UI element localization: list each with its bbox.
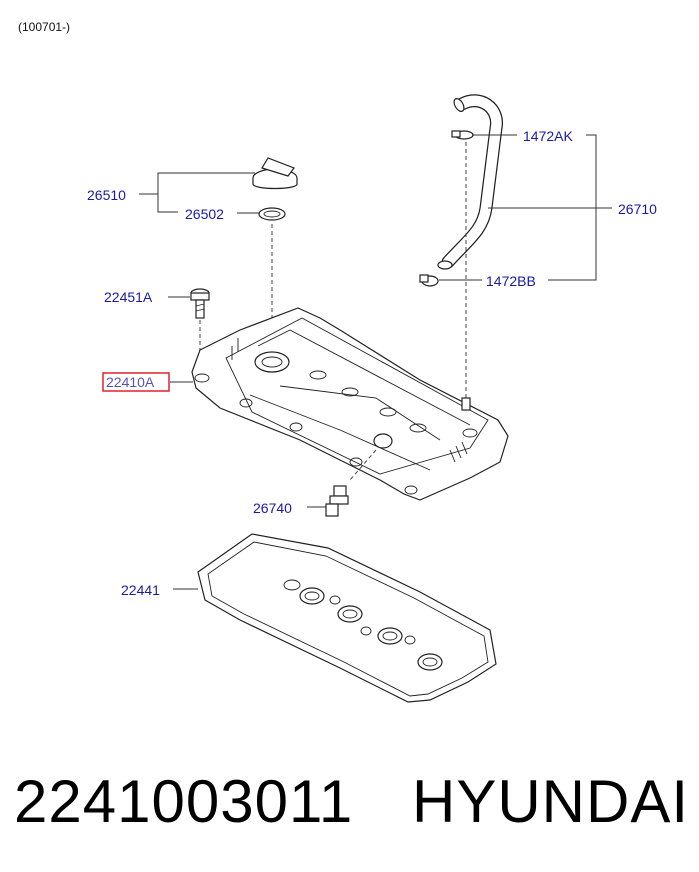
- part-number: 2241003011: [14, 768, 353, 835]
- label-hose[interactable]: 26710: [618, 201, 657, 217]
- cylinder-head-cover: [191, 307, 509, 501]
- label-cap-gasket[interactable]: 26502: [185, 206, 224, 222]
- breather-hose: [437, 94, 503, 270]
- brand-name: HYUNDAI: [412, 768, 689, 835]
- hose-clamp-top: [451, 130, 474, 140]
- pcv-valve: [325, 485, 349, 517]
- cover-gasket: [197, 533, 497, 703]
- label-bolt[interactable]: 22451A: [104, 289, 153, 305]
- oil-cap-gasket: [258, 207, 286, 221]
- label-cover[interactable]: 22410A: [106, 374, 155, 390]
- highlight-box: [102, 372, 170, 392]
- hose-clamp-bottom: [419, 274, 439, 287]
- label-clamp-top[interactable]: 1472AK: [523, 128, 573, 144]
- label-pcv-valve[interactable]: 26740: [253, 500, 292, 516]
- label-oil-cap[interactable]: 26510: [87, 187, 126, 203]
- cover-bolt: [190, 288, 210, 319]
- date-code: (100701-): [18, 20, 70, 34]
- leader-lines: [139, 134, 612, 590]
- label-gasket[interactable]: 22441: [121, 582, 160, 598]
- label-clamp-bottom[interactable]: 1472BB: [486, 273, 536, 289]
- oil-filler-cap: [252, 157, 298, 190]
